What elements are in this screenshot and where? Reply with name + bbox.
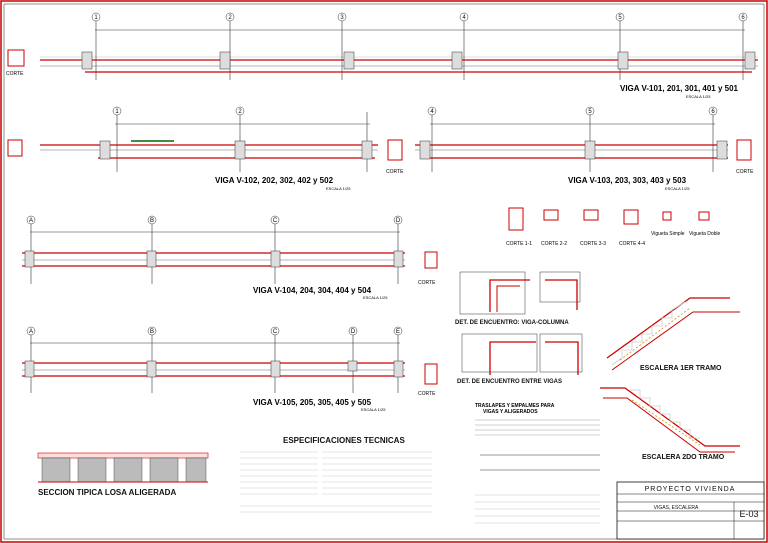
v105-scale: ESCALA 1/25 — [361, 407, 386, 412]
vigueta-simple-label: Vigueta Simple — [651, 231, 685, 237]
v105-axis-b: B — [150, 329, 154, 335]
beam-v102: 1 2 VIGA V-102, 202, 302, 402 y 502 ESCA… — [40, 106, 378, 191]
v102-axis-1: 1 — [115, 109, 119, 115]
title-block-project: PROYECTO VIVIENDA — [645, 486, 736, 493]
v102-axis-2: 2 — [238, 109, 242, 115]
specs-title: ESPECIFICACIONES TECNICAS — [283, 436, 405, 445]
v105-axis-d: D — [351, 329, 356, 335]
cut-sections: CORTE 1-1 CORTE 2-2 CORTE 3-3 CORTE 4-4 … — [506, 207, 721, 247]
v103-axis-6: 6 — [711, 109, 715, 115]
detail-entre-vigas: DET. DE ENCUENTRO ENTRE VIGAS — [457, 333, 583, 385]
cut-1-1-label: CORTE 1-1 — [506, 241, 532, 247]
specifications: ESPECIFICACIONES TECNICAS — [240, 436, 432, 513]
v105-axis-c: C — [273, 329, 278, 335]
v105-title: VIGA V-105, 205, 305, 405 y 505 — [253, 398, 372, 407]
v101-axis-4: 4 — [462, 15, 466, 21]
traslapes-title-2: VIGAS Y ALIGERADOS — [483, 409, 538, 415]
v104-axis-c: C — [273, 218, 278, 224]
cut-2-2-label: CORTE 2-2 — [541, 241, 567, 247]
v105-section-label: CORTE — [418, 391, 436, 397]
beam-v103: 4 5 6 VIGA V-103, 203, 303, 403 y 503 ES… — [415, 106, 754, 191]
v102-title: VIGA V-102, 202, 302, 402 y 502 — [215, 176, 334, 185]
v104-axis-a: A — [29, 218, 33, 224]
stair-tramo-1: ESCALERA 1ER TRAMO — [606, 297, 740, 372]
beam-v105: A B C D E VIGA V-105, 205, 305, 405 y 50… — [22, 326, 438, 412]
stair-tramo-2: ESCALERA 2DO TRAMO — [600, 387, 740, 461]
v103-axis-5: 5 — [588, 109, 592, 115]
beam-v104: A B C D VIGA V-104, 204, 304, 404 y 504 … — [22, 215, 438, 300]
v101-axis-2: 2 — [228, 15, 232, 21]
detail-traslapes: TRASLAPES Y EMPALMES PARA VIGAS Y ALIGER… — [475, 403, 600, 524]
v101-title: VIGA V-101, 201, 301, 401 y 501 — [620, 84, 739, 93]
detail-viga-columna-title: DET. DE ENCUENTRO: VIGA-COLUMNA — [455, 320, 569, 326]
v101-scale: ESCALA 1/25 — [686, 94, 711, 99]
v104-axis-b: B — [150, 218, 154, 224]
v104-axis-d: D — [396, 218, 401, 224]
stair-tramo-2-title: ESCALERA 2DO TRAMO — [642, 454, 725, 461]
cut-4-4-label: CORTE 4-4 — [619, 241, 645, 247]
sheet-inner-border — [3, 3, 765, 540]
v102-scale: ESCALA 1/25 — [326, 186, 351, 191]
v104-scale: ESCALA 1/25 — [363, 295, 388, 300]
v101-section-label: CORTE — [6, 71, 24, 77]
beam-v101: 1 2 3 4 5 6 VIGA V-101, 201, 301, 401 y … — [40, 12, 758, 99]
v101-axis-1: 1 — [94, 15, 98, 21]
v101-axis-6: 6 — [741, 15, 745, 21]
v102-section-label: CORTE — [386, 169, 404, 175]
detail-entre-vigas-title: DET. DE ENCUENTRO ENTRE VIGAS — [457, 379, 562, 385]
v103-scale: ESCALA 1/25 — [665, 186, 690, 191]
v101-axis-5: 5 — [618, 15, 622, 21]
slab-section-title: SECCION TIPICA LOSA ALIGERADA — [38, 488, 176, 497]
title-block-content: VIGAS, ESCALERA — [654, 505, 699, 511]
v101-section: CORTE — [6, 49, 25, 77]
v101-axis-3: 3 — [340, 15, 344, 21]
detail-viga-columna: DET. DE ENCUENTRO: VIGA-COLUMNA — [455, 271, 581, 326]
vigueta-doble-label: Vigueta Doble — [689, 231, 721, 237]
stair-tramo-1-title: ESCALERA 1ER TRAMO — [640, 365, 722, 372]
v103-section-label: CORTE — [736, 169, 754, 175]
slab-section: SECCION TIPICA LOSA ALIGERADA — [37, 452, 209, 497]
traslapes-title-1: TRASLAPES Y EMPALMES PARA — [475, 403, 555, 409]
v102-sections: CORTE — [7, 139, 404, 175]
v103-title: VIGA V-103, 203, 303, 403 y 503 — [568, 176, 687, 185]
cut-3-3-label: CORTE 3-3 — [580, 241, 606, 247]
v105-axis-e: E — [396, 329, 400, 335]
title-block-sheet-number: E-03 — [739, 509, 758, 519]
v104-section-label: CORTE — [418, 280, 436, 286]
title-block: PROYECTO VIVIENDA VIGAS, ESCALERA E-03 — [616, 481, 765, 540]
v104-title: VIGA V-104, 204, 304, 404 y 504 — [253, 286, 372, 295]
v103-axis-4: 4 — [430, 109, 434, 115]
v105-axis-a: A — [29, 329, 33, 335]
